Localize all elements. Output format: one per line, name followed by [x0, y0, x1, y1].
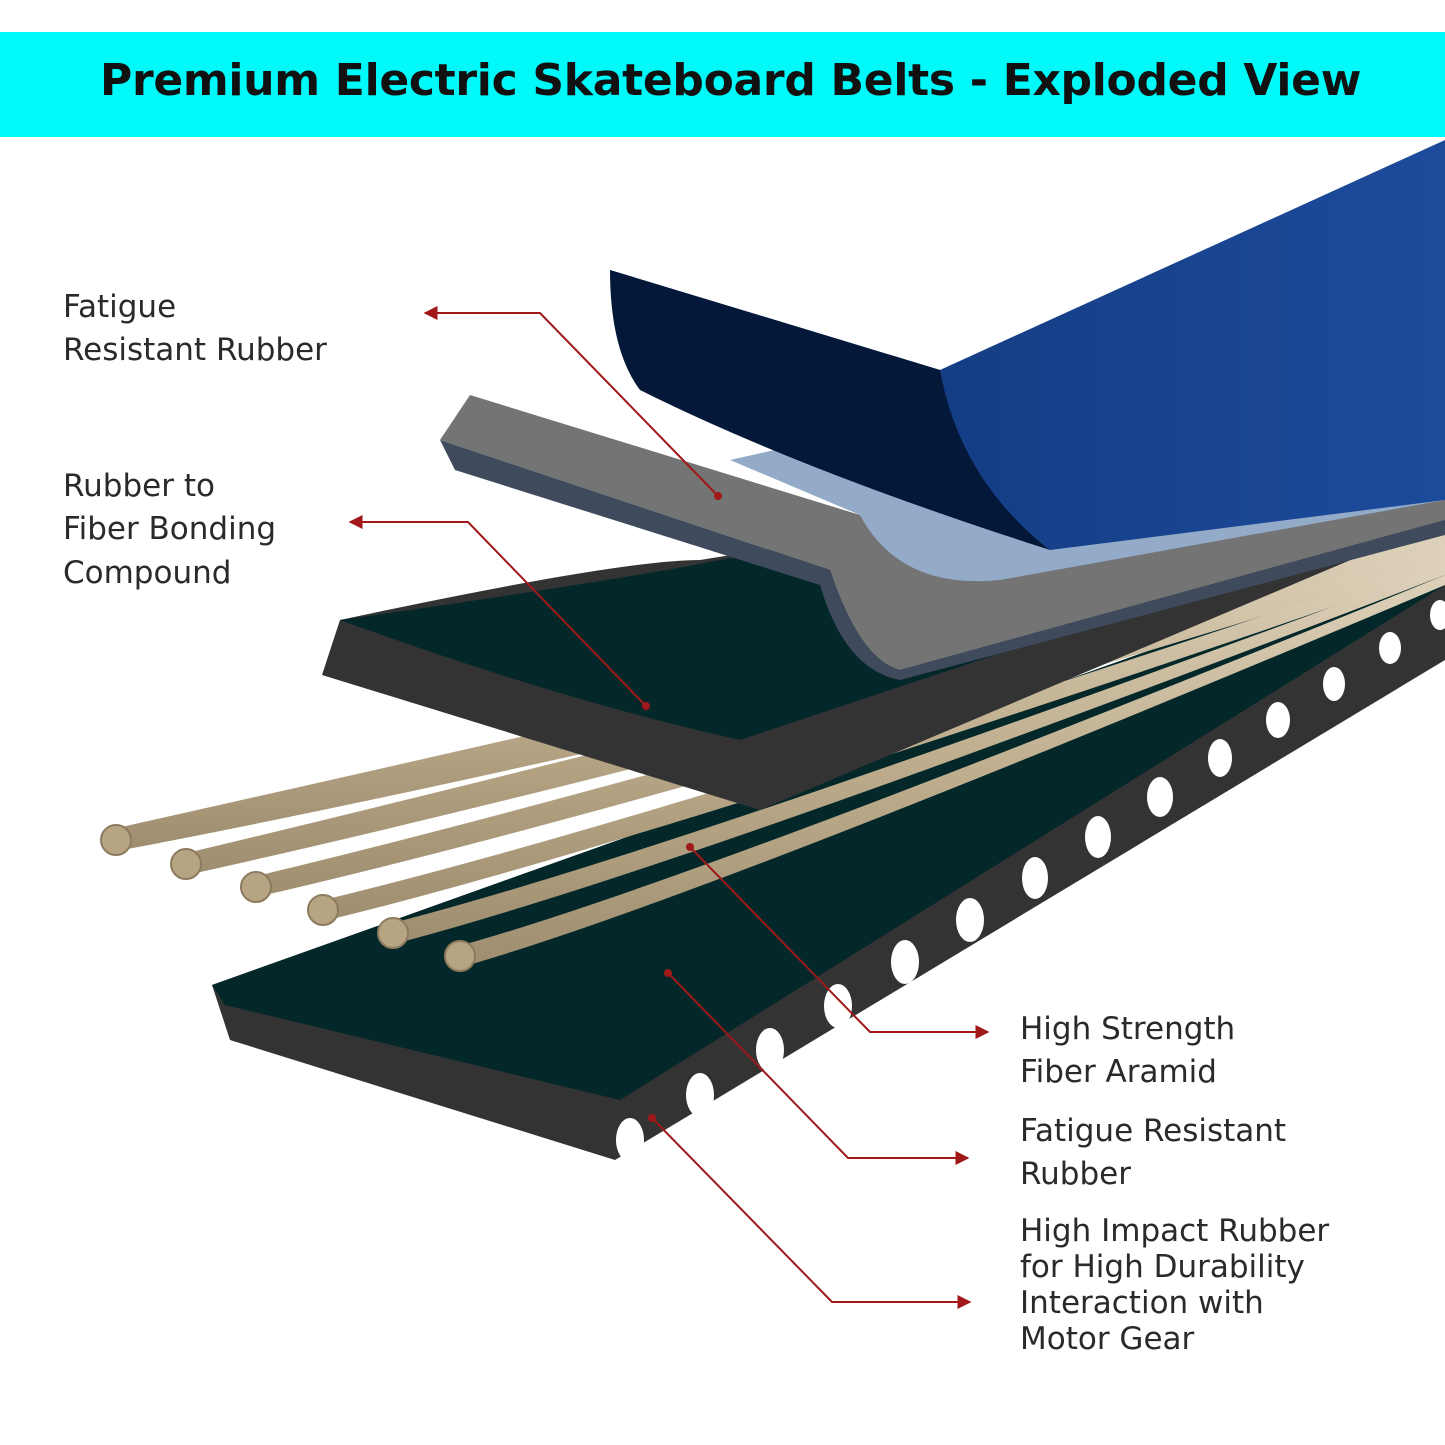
label-line: Fiber Bonding — [63, 511, 277, 548]
page-title: Premium Electric Skateboard Belts - Expl… — [100, 55, 1362, 106]
leader-lines — [348, 306, 990, 1309]
label-fatigue-resistant-rubber-bottom: Fatigue Resistant Rubber — [1020, 1110, 1286, 1197]
label-line: Interaction with — [1020, 1284, 1264, 1321]
label-fatigue-resistant-rubber-top: Fatigue Resistant Rubber — [63, 286, 327, 373]
belt-teeth-gaps — [616, 600, 1445, 1162]
label-bonding-compound: Rubber to Fiber Bonding Compound — [63, 465, 276, 595]
label-high-impact-rubber: High Impact Rubber for High Durability I… — [1020, 1213, 1330, 1358]
label-line: Rubber — [1020, 1156, 1131, 1193]
top-layer — [610, 140, 1445, 550]
label-line: Rubber to — [63, 468, 215, 504]
label-line: Fatigue — [63, 289, 177, 325]
label-line: High Impact Rubber — [1020, 1213, 1330, 1249]
label-line: Fiber Aramid — [1020, 1054, 1217, 1091]
label-line: Fatigue Resistant — [1020, 1113, 1287, 1149]
label-line: for High Durability — [1020, 1248, 1305, 1285]
label-line: High Strength — [1020, 1011, 1236, 1047]
leader-dots — [642, 492, 722, 1122]
title-banner — [0, 32, 1445, 137]
label-line: Compound — [63, 554, 232, 591]
label-line: Motor Gear — [1020, 1320, 1195, 1357]
label-fiber-aramid: High Strength Fiber Aramid — [1020, 1008, 1235, 1095]
label-line: Resistant Rubber — [63, 332, 327, 369]
